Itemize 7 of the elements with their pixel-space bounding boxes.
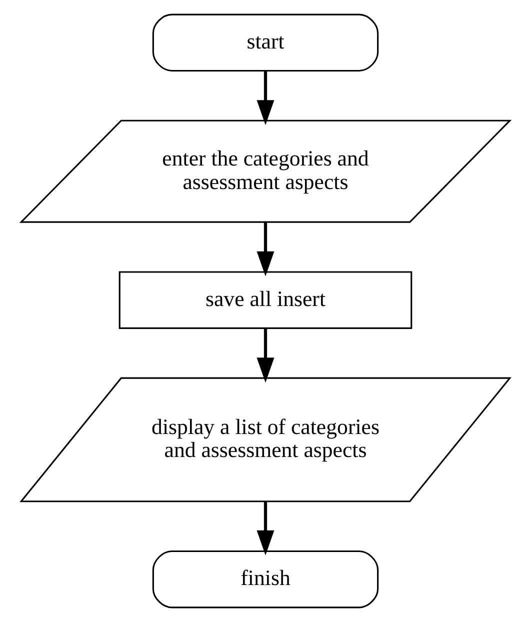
arrow xyxy=(256,70,274,126)
arrow xyxy=(256,328,274,383)
node-box: save all insert xyxy=(118,271,412,329)
node-box: start xyxy=(152,14,378,72)
arrow xyxy=(256,502,274,556)
arrow xyxy=(256,222,274,276)
node-box: finish xyxy=(152,550,378,608)
